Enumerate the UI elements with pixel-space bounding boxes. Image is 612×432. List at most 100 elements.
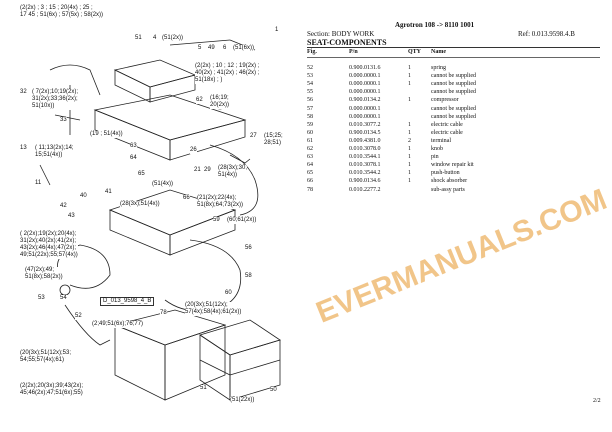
callout-label: (60;61(2x)): [227, 217, 257, 224]
callout-label: 1: [275, 27, 279, 34]
callout-label-group: (21(2x);22(4x);51(8x);64;73(2x)): [197, 195, 244, 209]
callout-label: 78: [160, 310, 167, 317]
callout-label: 62: [196, 97, 203, 104]
fig-cell: 55: [307, 89, 313, 96]
fig-cell: 61: [307, 137, 313, 144]
callout-label: (16;19;: [210, 95, 229, 101]
callout-label: 43: [68, 213, 75, 220]
callout-label: 4: [153, 35, 157, 42]
part-number-cell: 0.000.0000.1: [349, 73, 381, 80]
callout-label: 28;51): [264, 140, 282, 146]
callout-label-group: (47(2x);49;51(8x);58(2x)): [25, 267, 63, 281]
name-cell: cannot be supplied: [431, 81, 476, 88]
callout-label: (28(3x);51(4x)): [120, 201, 160, 208]
callout-label: 54;55;57(4x);61): [20, 357, 65, 363]
qty-cell: 1: [408, 97, 411, 104]
part-number-cell: 0.000.0000.1: [349, 89, 381, 96]
callout-label: 32: [20, 89, 27, 96]
callout-label: 33: [60, 117, 67, 124]
callout-label: 31(2x);40(2x);41(2x);: [20, 238, 77, 244]
qty-cell: 1: [408, 146, 411, 152]
callout-label: 17 45 ; 51(6x) ; 57(5x) ; 58(2x)): [20, 12, 104, 18]
callout-label: (2(2x) ; 3 ; 15 ; 20(4x) ; 25 ;: [20, 5, 93, 11]
callout-label: (51(22x)): [230, 397, 255, 404]
name-cell: push-button: [431, 170, 460, 177]
callout-label: (47(2x);49;: [25, 267, 55, 273]
callout-label: (28(3x);30;: [218, 165, 248, 171]
callout-label: 51(8x);64;73(2x)): [197, 202, 244, 208]
qty-cell: 1: [408, 129, 411, 136]
callout-label: (21(2x);22(4x);: [197, 195, 237, 201]
callout-label: (51(6x)): [233, 45, 255, 52]
fig-cell: 62: [307, 146, 313, 152]
qty-cell: 1: [408, 121, 411, 128]
fig-cell: 64: [307, 162, 313, 169]
table-row: 65 0.010.3544.2 1 push-button: [307, 170, 600, 177]
callout-label: ( 11;13(2x);14;: [35, 145, 74, 151]
callout-label: 63: [130, 143, 137, 150]
qty-cell: 1: [408, 170, 411, 177]
callout-label: 51(8x);58(2x)): [25, 274, 63, 280]
callout-label: 49;51(22x);55;57(4x)): [20, 252, 78, 258]
callout-label-group: ( 2(2x);19(2x);20(4x);31(2x);40(2x);41(2…: [20, 231, 78, 259]
callout-label: 11: [35, 180, 42, 187]
callout-label: (2(2x);20(3x);39;43(2x);: [20, 383, 84, 389]
fig-cell: 65: [307, 170, 313, 177]
callout-label: 51(10x)): [32, 103, 55, 109]
part-number-cell: 0.010.3077.2: [349, 121, 381, 128]
callout-label: 52: [75, 313, 82, 320]
name-cell: spring: [431, 65, 446, 71]
qty-cell: 1: [408, 162, 411, 169]
name-cell: window repair kit: [431, 162, 474, 169]
callout-label-group: (20(3x);51(12x);57(4x);58(4x);61(2x)): [185, 302, 242, 316]
name-cell: compressor: [431, 97, 459, 104]
callout-label: ( 7(2x);10;19(2x);: [32, 89, 79, 95]
part-number-cell: 0.010.3544.1: [349, 154, 381, 161]
model-title: Agrotron 108 -> 8110 1001: [395, 21, 475, 29]
callout-label: 27: [250, 133, 257, 140]
part-number-cell: 0.900.0134.6: [349, 178, 381, 185]
part-number-cell: 0.000.0000.1: [349, 105, 381, 112]
callout-label: 41: [105, 189, 112, 196]
callout-label: 65: [138, 171, 145, 178]
callout-label: 13: [20, 145, 27, 152]
name-cell: cannot be supplied: [431, 113, 476, 120]
callout-label: 51(4x)): [218, 172, 238, 178]
callout-label: (51(2x)): [162, 35, 184, 42]
callout-label-group: (2(2x) ; 10 ; 12 ; 19(2x) ;40(2x) ; 41(2…: [195, 63, 260, 84]
callout-label: 40(2x) ; 41(2x) ; 46(2x) ;: [195, 70, 260, 76]
fig-cell: 58: [307, 113, 313, 120]
qty-cell: 1: [408, 81, 411, 88]
callout-label: 26: [190, 147, 197, 154]
part-number-cell: 0.010.3544.2: [349, 170, 381, 177]
reference-number: Ref: 0.013.9598.4.B: [518, 30, 575, 38]
callout-label-group: (15;25;28;51): [264, 133, 283, 147]
callout-label: (15;25;: [264, 133, 283, 139]
name-cell: cannot be supplied: [431, 105, 476, 112]
name-cell: electric cable: [431, 121, 463, 128]
name-cell: pin: [431, 154, 439, 161]
part-number-cell: 0.000.0000.1: [349, 81, 381, 88]
column-header-fig: Fig.: [307, 49, 317, 55]
exploded-parts-diagram: (2(2x) ; 3 ; 15 ; 20(4x) ; 25 ;17 45 ; 5…: [20, 5, 295, 425]
callout-label: 29: [204, 167, 211, 174]
callout-label: (19 ; 51(4x)): [90, 131, 123, 138]
callout-label: 45;46(2x);47;51(6x);55): [20, 390, 83, 396]
callout-label: 51(18x) ; ): [195, 77, 223, 83]
page-heading: SEAT-COMPONENTS: [307, 38, 387, 47]
callout-label-group: (2(2x) ; 3 ; 15 ; 20(4x) ; 25 ;17 45 ; 5…: [20, 5, 104, 19]
callout-label: 60: [225, 290, 232, 297]
callout-label: 51: [200, 385, 207, 392]
callout-label-group: ( 11;13(2x);14;15;51(4x)): [35, 145, 74, 159]
callout-label: 43(2x);46(4x);47(2x);: [20, 245, 77, 251]
callout-label: 40: [80, 193, 87, 200]
